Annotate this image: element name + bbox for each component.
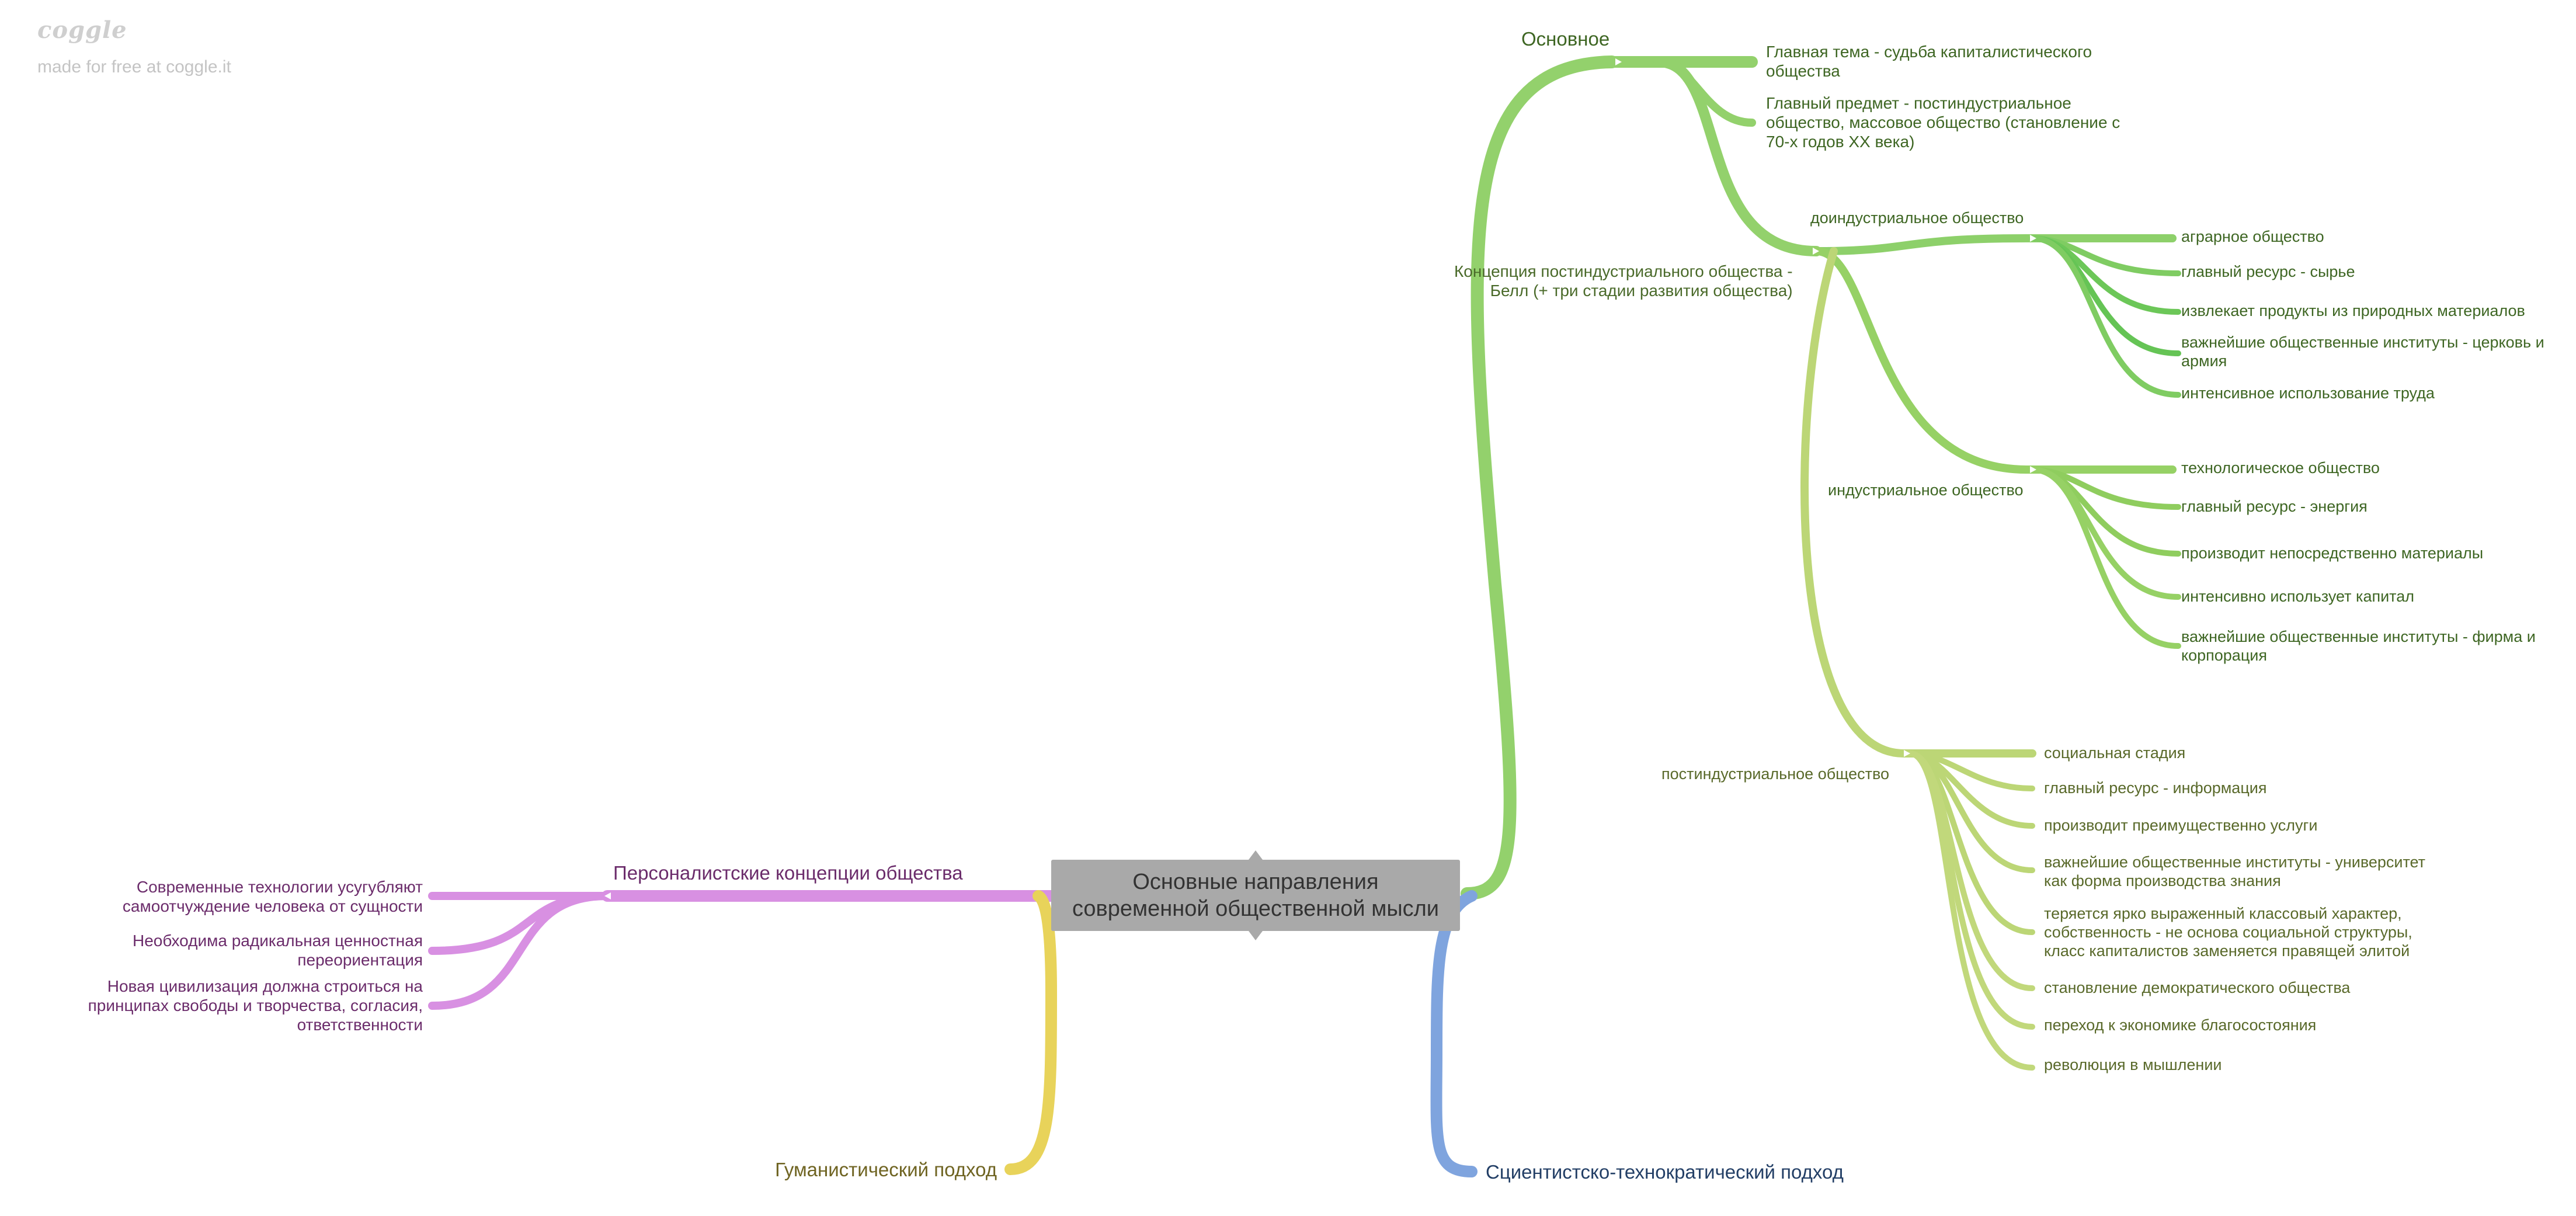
node-main-subject[interactable]: Главный предмет - постиндустриальное общ… <box>1766 94 2120 151</box>
personalist-item-1[interactable]: Современные технологии усугубляют самоот… <box>122 878 423 915</box>
node-main-theme[interactable]: Главная тема - судьба капиталистического… <box>1766 43 2092 80</box>
node-preindustrial[interactable]: доиндустриальное общество <box>1810 209 2024 227</box>
preindustrial-item-5[interactable]: интенсивное использование труда <box>2181 384 2435 402</box>
node-postindustrial[interactable]: постиндустриальное общество <box>1661 765 1890 783</box>
arrow-post <box>1904 750 1910 757</box>
connector-pers-3 <box>428 892 611 1010</box>
personalist-item-3[interactable]: Новая цивилизация должна строиться на пр… <box>88 977 423 1034</box>
node-personalist[interactable]: Персоналистские концепции общества <box>613 862 963 884</box>
postindustrial-item-7[interactable]: переход к экономике благосостояния <box>2044 1016 2317 1034</box>
connector-ind-4 <box>2029 467 2181 649</box>
connector-pre-4 <box>2029 235 2181 398</box>
root-collapse-down-icon[interactable] <box>1249 931 1263 940</box>
connector-main-concept <box>1653 57 1821 256</box>
industrial-item-5[interactable]: важнейшие общественные институты - фирма… <box>2181 628 2536 664</box>
connector-pers-2 <box>428 892 611 955</box>
postindustrial-item-8[interactable]: революция в мышлении <box>2044 1056 2222 1073</box>
preindustrial-item-1[interactable]: аграрное общество <box>2181 228 2324 245</box>
industrial-item-1[interactable]: технологическое общество <box>2181 459 2380 477</box>
connector-ind-2 <box>2029 467 2181 557</box>
connector-postindustrial <box>1800 247 2036 758</box>
node-scientist[interactable]: Сциентистско-технократический подход <box>1486 1161 1844 1183</box>
postindustrial-item-1[interactable]: социальная стадия <box>2044 744 2186 762</box>
node-humanist[interactable]: Гуманистический подход <box>775 1159 997 1180</box>
node-industrial[interactable]: индустриальное общество <box>1828 481 2024 499</box>
connector-industrial <box>1812 247 2177 474</box>
industrial-item-4[interactable]: интенсивно использует капитал <box>2181 588 2415 605</box>
coggle-logo: coggle <box>37 16 127 44</box>
root-collapse-up-icon[interactable] <box>1249 850 1263 860</box>
arrow-main <box>1615 58 1622 65</box>
industrial-item-2[interactable]: главный ресурс - энергия <box>2181 498 2368 515</box>
postindustrial-item-3[interactable]: производит преимущественно услуги <box>2044 817 2318 834</box>
postindustrial-item-6[interactable]: становление демократического общества <box>2044 979 2351 996</box>
preindustrial-item-4[interactable]: важнейшие общественные институты - церко… <box>2181 333 2544 370</box>
connector-preindustrial <box>1812 234 2177 255</box>
postindustrial-item-2[interactable]: главный ресурс - информация <box>2044 779 2267 797</box>
arrow-pers <box>604 892 611 899</box>
personalist-item-2[interactable]: Необходима радикальная ценностная переор… <box>133 932 423 969</box>
node-main[interactable]: Основное <box>1521 28 1610 50</box>
industrial-item-3[interactable]: производит непосредственно материалы <box>2181 544 2484 562</box>
connector-scientist <box>1430 890 1478 1177</box>
postindustrial-item-4[interactable]: важнейшие общественные институты - униве… <box>2044 853 2426 890</box>
preindustrial-item-3[interactable]: извлекает продукты из природных материал… <box>2181 302 2525 319</box>
connector-post-7 <box>1907 751 2035 1071</box>
connector-humanist <box>1004 890 1058 1175</box>
connector-root-main <box>1461 55 1618 900</box>
arrow-ind <box>2030 466 2036 473</box>
node-postindustrial-concept[interactable]: Концепция постиндустриального общества -… <box>1454 262 1793 300</box>
root-node[interactable]: Основные направления современной обществ… <box>1051 860 1460 931</box>
preindustrial-item-2[interactable]: главный ресурс - сырье <box>2181 263 2355 280</box>
arrow-concept <box>1813 248 1819 255</box>
made-with-coggle-link[interactable]: made for free at coggle.it <box>37 57 231 77</box>
arrow-pre <box>2030 235 2036 242</box>
postindustrial-item-5[interactable]: теряется ярко выраженный классовый харак… <box>2044 905 2412 960</box>
